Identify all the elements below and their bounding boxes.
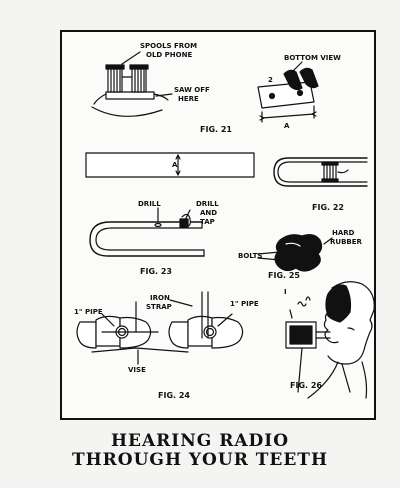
label-saw-off: SAW OFF bbox=[174, 86, 210, 94]
label-dimension-a-top: A bbox=[284, 122, 290, 130]
fig25-label: FIG. 25 bbox=[268, 271, 300, 280]
label-spools: SPOOLS FROM bbox=[140, 42, 197, 50]
fig22-drawing bbox=[273, 157, 368, 187]
label-strap: STRAP bbox=[146, 303, 172, 311]
label-roman-one: I bbox=[284, 288, 287, 296]
caption-line-1: HEARING RADIO bbox=[110, 431, 290, 451]
label-here: HERE bbox=[178, 95, 199, 103]
caption-line-2: THROUGH YOUR TEETH bbox=[71, 450, 329, 470]
label-bolts: BOLTS bbox=[238, 252, 262, 260]
label-vise: VISE bbox=[128, 366, 146, 374]
label-drill: DRILL bbox=[138, 200, 161, 208]
diagram-canvas: SPOOLS FROM OLD PHONE SAW OFF HERE FIG. … bbox=[74, 42, 375, 400]
label-number-2: 2 bbox=[268, 76, 273, 84]
label-iron: IRON bbox=[150, 294, 170, 302]
fig21-label: FIG. 21 bbox=[200, 125, 232, 134]
label-dimension-a-strip: A bbox=[172, 161, 178, 169]
label-pipe-left: 1" PIPE bbox=[74, 308, 103, 316]
label-hard: HARD bbox=[332, 229, 355, 237]
fig24-label: FIG. 24 bbox=[158, 391, 190, 400]
fig26-label: FIG. 26 bbox=[290, 381, 322, 390]
bottom-view-drawing bbox=[257, 61, 319, 123]
fig23-label: FIG. 23 bbox=[140, 267, 172, 276]
illustration-frame: SPOOLS FROM OLD PHONE SAW OFF HERE FIG. … bbox=[60, 30, 376, 420]
label-drill-and-tap-2: AND bbox=[200, 209, 217, 217]
fig22-label: FIG. 22 bbox=[312, 203, 344, 212]
fig23-drawing bbox=[89, 207, 205, 257]
diagram-labels: SPOOLS FROM OLD PHONE SAW OFF HERE FIG. … bbox=[74, 42, 363, 400]
article-caption: HEARING RADIO THROUGH YOUR TEETH bbox=[0, 432, 400, 470]
fig21-drawing bbox=[91, 51, 173, 117]
fig24-drawing bbox=[76, 291, 244, 365]
label-old-phone: OLD PHONE bbox=[146, 51, 192, 59]
fig26-drawing bbox=[285, 281, 375, 399]
label-drill-and-tap-3: TAP bbox=[200, 218, 215, 226]
label-bottom-view: BOTTOM VIEW bbox=[284, 54, 341, 62]
strip-drawing bbox=[85, 152, 255, 178]
fig25-drawing bbox=[257, 234, 333, 272]
label-rubber: RUBBER bbox=[330, 238, 363, 246]
label-drill-and-tap-1: DRILL bbox=[196, 200, 219, 208]
label-pipe-right: 1" PIPE bbox=[230, 300, 259, 308]
